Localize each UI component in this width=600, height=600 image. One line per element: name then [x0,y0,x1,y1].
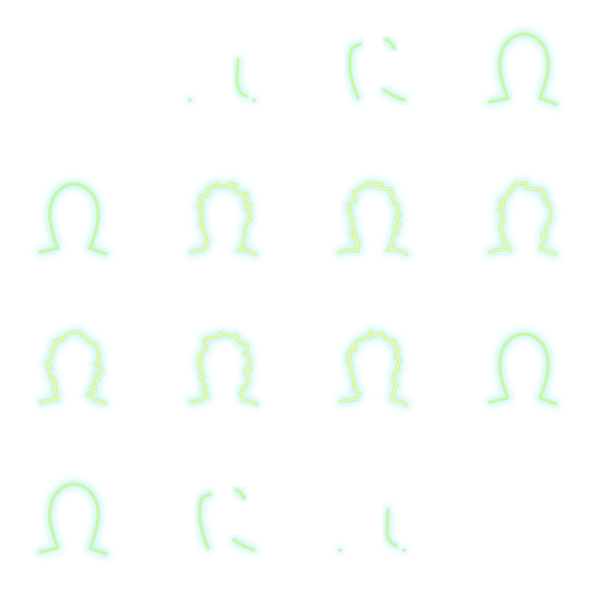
frame-12 [485,329,561,409]
frame-10 [185,328,262,409]
frame-2 [186,55,258,104]
frame-4 [485,29,561,109]
frame-5 [35,179,111,259]
frame-15 [336,505,408,554]
frame-14 [195,485,259,555]
frame-11 [336,327,411,410]
frame-9 [36,327,110,409]
frame-13 [35,479,111,559]
frame-6 [186,179,261,259]
frame-8 [485,178,561,259]
frame-3 [345,35,409,105]
frame-7 [334,177,411,259]
